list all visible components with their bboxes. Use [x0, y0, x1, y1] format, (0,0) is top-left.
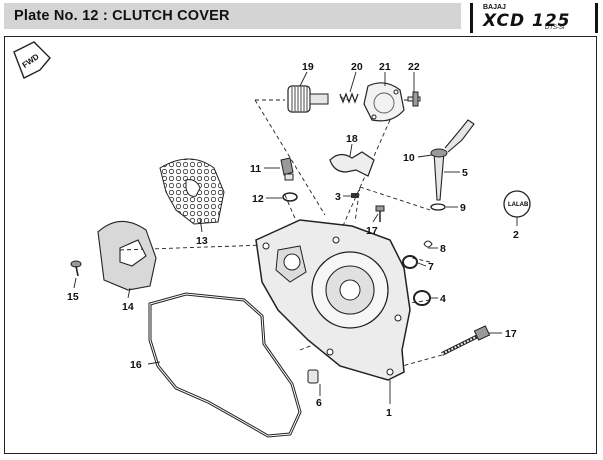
- label-20: 20: [351, 61, 363, 73]
- part-17-long-bolt: [441, 325, 491, 356]
- plate-title: Plate No. 12 : CLUTCH COVER: [14, 8, 230, 24]
- part-17-small-screw: [375, 205, 385, 222]
- label-8: 8: [440, 243, 446, 255]
- label-17-small: 17: [366, 225, 378, 237]
- label-7: 7: [428, 261, 434, 273]
- label-15: 15: [67, 291, 79, 303]
- part-15-screw: [70, 260, 82, 277]
- part-3-bolt: [351, 193, 359, 198]
- label-5: 5: [462, 167, 468, 179]
- label-22: 22: [408, 61, 420, 73]
- part-13-filter-screen: [159, 158, 225, 225]
- label-2: 2: [513, 229, 519, 241]
- model-sub: DTS-Si: [545, 25, 565, 31]
- label-21: 21: [379, 61, 391, 73]
- part-20-spring: [339, 92, 359, 104]
- part-12-o-ring: [282, 192, 298, 202]
- label-9: 9: [460, 202, 466, 214]
- leader-lines: [73, 71, 518, 404]
- label-19: 19: [302, 61, 314, 73]
- label-6: 6: [316, 397, 322, 409]
- brand-name: BAJAJ: [483, 4, 506, 11]
- explode-lines: [119, 96, 443, 369]
- label-10: 10: [403, 152, 415, 164]
- label-12: 12: [252, 193, 264, 205]
- plate-header: Plate No. 12 : CLUTCH COVER: [4, 3, 461, 29]
- part-6-dowel: [307, 369, 319, 384]
- model-name: XCD 125: [483, 11, 571, 31]
- part-16-gasket: [148, 292, 302, 438]
- part-22-screw: [407, 91, 421, 107]
- label-13: 13: [196, 235, 208, 247]
- label-3: 3: [335, 191, 341, 203]
- part-18-bracket: [329, 151, 375, 177]
- brand-logo: BAJAJ XCD 125 DTS-Si: [470, 3, 598, 33]
- part-21-filter-cover: [363, 82, 405, 122]
- label-18: 18: [346, 133, 358, 145]
- gasket-inner-line: [149, 293, 301, 437]
- part-19-oil-filter: [287, 85, 329, 113]
- label-14: 14: [122, 301, 134, 313]
- part-2-label-badge: LALAB: [503, 190, 531, 218]
- label-4: 4: [440, 293, 446, 305]
- label-1: 1: [386, 407, 392, 419]
- part-14-shield-plate: [97, 220, 157, 291]
- fwd-arrow-icon: FWD: [13, 41, 51, 79]
- part-8-clip: [423, 240, 433, 248]
- part-11-plug: [280, 157, 294, 181]
- diagram-frame: [4, 36, 597, 454]
- part-1-clutch-cover: [255, 219, 411, 381]
- part-5-dipstick: [430, 119, 475, 201]
- label-17-bolt: 17: [505, 328, 517, 340]
- label-16: 16: [130, 359, 142, 371]
- part-4-o-ring: [413, 290, 431, 306]
- lalab-label: LALAB: [508, 202, 529, 208]
- part-7-o-ring: [402, 255, 418, 269]
- part-9-washer: [430, 203, 446, 211]
- label-11: 11: [250, 163, 261, 175]
